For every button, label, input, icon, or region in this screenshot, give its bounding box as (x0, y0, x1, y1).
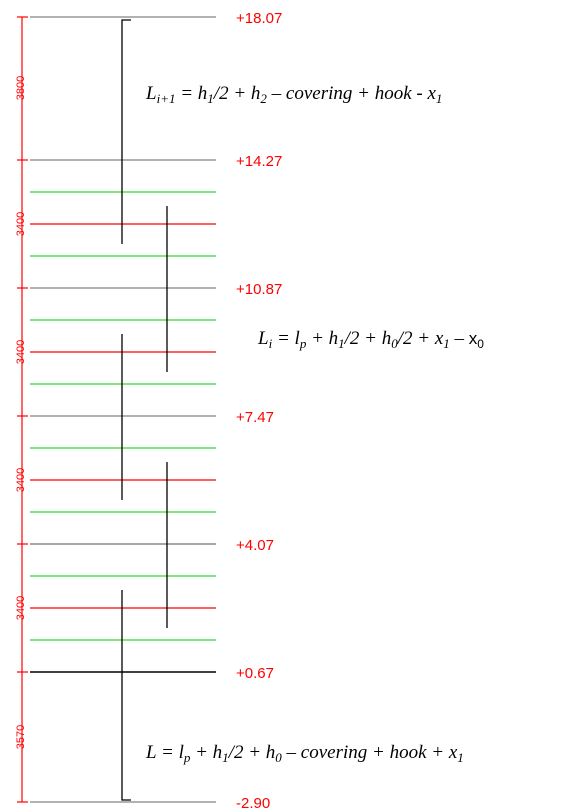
elevation-label-bottom: -2.90 (236, 795, 270, 809)
elevation-label-top: +18.07 (236, 10, 282, 27)
elevation-label-3: +10.87 (236, 281, 282, 298)
splice-level-lines (30, 223, 216, 609)
formula-middle: Li = lp + h1/2 + h0/2 + x1 – x0 (257, 328, 484, 351)
floor-level-lines (30, 16, 216, 803)
bottom-bar-with-hook (121, 590, 131, 801)
rebar-bars (121, 19, 168, 801)
dimension-ticks (17, 16, 28, 803)
dimension-label-3400-2: 3400 (15, 340, 27, 364)
intermediate-level-lines (30, 191, 216, 641)
dimension-label-3400-3: 3400 (15, 468, 27, 492)
formula-top: Li+1 = h1/2 + h2 – covering + hook - x1 (145, 83, 442, 106)
elevation-label-4: +7.47 (236, 409, 274, 426)
dimension-label-3570: 3570 (15, 725, 27, 749)
top-bar-with-hook (121, 19, 131, 244)
formula-bottom: L = lp + h1/2 + h0 – covering + hook + x… (145, 742, 464, 765)
elevation-label-2: +14.27 (236, 153, 282, 170)
elevation-label-6: +0.67 (236, 665, 274, 682)
dimension-label-3400-1: 3400 (15, 212, 27, 236)
dimension-label-3400-4: 3400 (15, 596, 27, 620)
dimension-label-3800: 3800 (15, 76, 27, 100)
elevation-label-5: +4.07 (236, 537, 274, 554)
